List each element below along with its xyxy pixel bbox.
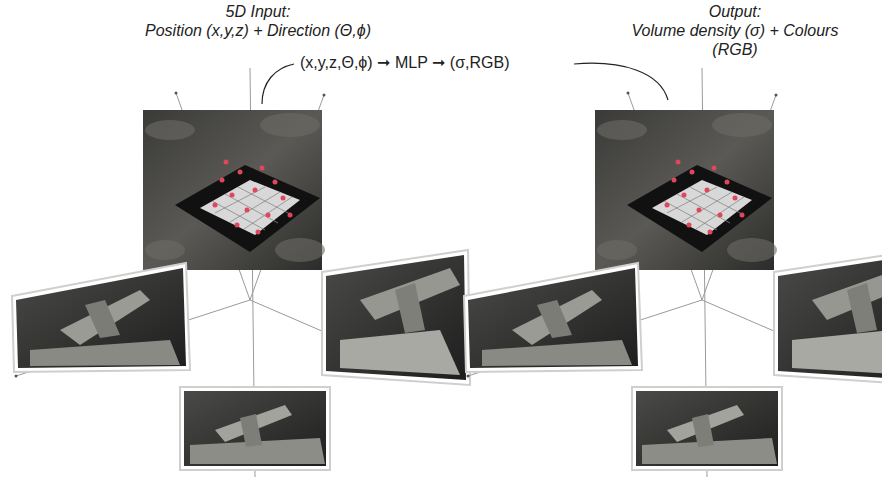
output-heading: Output: (709, 2, 761, 21)
mlp-formula: (x,y,z,Θ,ϕ) ➞ MLP ➞ (σ,RGB) (300, 53, 510, 72)
input-heading: 5D Input: (226, 2, 291, 21)
output-description: Volume density (σ) + Colours (RGB) (625, 21, 845, 59)
input-description: Position (x,y,z) + Direction (Θ,ϕ) (143, 21, 373, 40)
